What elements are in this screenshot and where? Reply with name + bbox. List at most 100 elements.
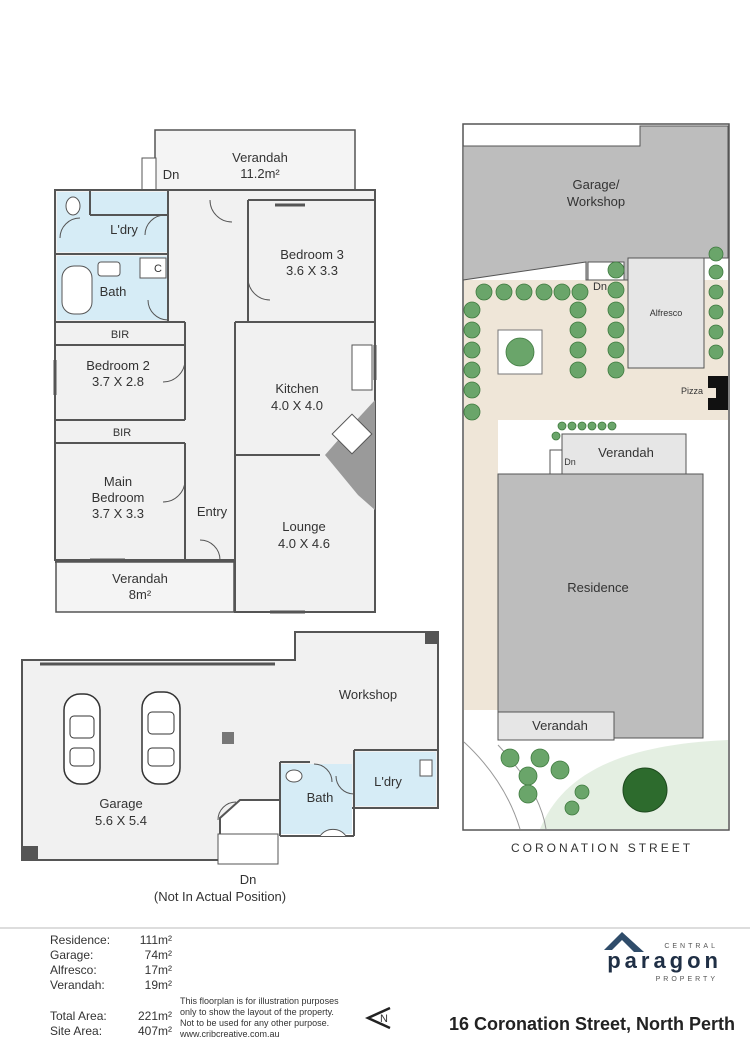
tree-icon: [463, 403, 481, 421]
cooktop: [331, 413, 373, 455]
workshop-label: Workshop: [339, 687, 397, 702]
site-dn-upper: Dn: [593, 281, 607, 293]
out-bath-label: Bath: [307, 790, 334, 805]
tree-icon: [569, 341, 587, 359]
area-value: 17m²: [145, 963, 172, 977]
tree-icon: [569, 361, 587, 379]
logo-bottom: PROPERTY: [656, 976, 718, 983]
tree-icon: [708, 324, 724, 340]
disclaimer-line: www.cribcreative.com.au: [179, 1029, 280, 1039]
tree-icon: [500, 748, 520, 768]
basin-fixture: [97, 261, 121, 277]
dn-back-label: Dn: [163, 167, 180, 182]
tree-icon: [577, 421, 587, 431]
garage-label: Garage: [99, 796, 142, 811]
tree-icon: [463, 361, 481, 379]
logo-top: CENTRAL: [664, 943, 718, 950]
tree-icon: [607, 341, 625, 359]
toilet-fixture: [285, 769, 303, 783]
verandah-back-size: 11.2m²: [240, 166, 280, 181]
toilet-fixture: [65, 196, 81, 216]
tree-icon: [567, 421, 577, 431]
site-verandah-front: [497, 711, 615, 741]
site-verandah-rear: [561, 433, 687, 481]
tree-icon: [463, 341, 481, 359]
tree-icon: [515, 283, 533, 301]
tree-icon: [607, 281, 625, 299]
tree-icon: [495, 283, 513, 301]
site-area-label: Site Area:: [50, 1024, 102, 1038]
site-verandah-rear-label: Verandah: [598, 445, 654, 460]
tree-icon: [708, 304, 724, 320]
corner-post: [22, 846, 38, 860]
entry-label: Entry: [197, 504, 228, 519]
tree-icon: [607, 421, 617, 431]
site-garage-label-1: Garage/: [573, 177, 620, 192]
logo-brand: paragon: [607, 948, 722, 973]
pizza-label: Pizza: [681, 386, 703, 396]
tree-icon: [708, 344, 724, 360]
bir1-label: BIR: [111, 329, 129, 341]
steps-down: [217, 833, 279, 865]
area-label: Alfresco:: [50, 963, 97, 977]
tree-icon: [463, 301, 481, 319]
not-in-position-note: (Not In Actual Position): [154, 889, 286, 904]
lounge-label: Lounge: [282, 519, 325, 534]
tree-icon: [551, 431, 561, 441]
paragon-logo: CENTRAL paragon PROPERTY: [604, 932, 722, 983]
tree-icon: [587, 421, 597, 431]
tree-icon: [463, 381, 481, 399]
bath-label: Bath: [100, 284, 127, 299]
site-residence: [497, 473, 704, 739]
disclaimer-line: This floorplan is for illustration purpo…: [180, 996, 339, 1006]
street-name: CORONATION STREET: [511, 841, 693, 855]
tree-icon: [553, 283, 571, 301]
main-bedroom-label-2: Bedroom: [92, 490, 145, 505]
verandah-back-area: [154, 129, 356, 201]
area-summary: Residence: 111m² Garage: 74m² Alfresco: …: [0, 927, 750, 1038]
tree-icon: [550, 760, 570, 780]
trough-fixture: [419, 759, 433, 777]
tree-icon: [557, 421, 567, 431]
shower-fixture: [319, 828, 347, 837]
front-path-2: [463, 741, 521, 830]
out-laundry-label: L'dry: [374, 774, 402, 789]
tree-icon: [708, 246, 724, 262]
out-dn-label: Dn: [240, 872, 257, 887]
cupboard-label: C: [154, 263, 162, 275]
corner-post-2: [425, 632, 438, 644]
main-bedroom-size: 3.7 X 3.3: [92, 506, 144, 521]
bedroom3-label: Bedroom 3: [280, 247, 344, 262]
alfresco-area: [627, 257, 705, 369]
laundry-label: L'dry: [110, 222, 138, 237]
tree-icon: [622, 767, 668, 813]
tree-icon: [505, 337, 535, 367]
verandah-front-area: [55, 561, 235, 613]
garage-size: 5.6 X 5.4: [95, 813, 147, 828]
main-bedroom-label: Main: [104, 474, 132, 489]
tree-icon: [569, 301, 587, 319]
area-value: 74m²: [145, 948, 172, 962]
tree-icon: [607, 321, 625, 339]
north-label: N: [380, 1013, 388, 1025]
total-area-value: 221m²: [138, 1009, 172, 1023]
verandah-front-size: 8m²: [129, 587, 152, 602]
tree-icon: [597, 421, 607, 431]
tree-icon: [518, 766, 538, 786]
area-label: Verandah:: [50, 978, 105, 992]
alfresco-label: Alfresco: [650, 308, 683, 318]
tree-icon: [708, 264, 724, 280]
site-steps-lower: [549, 449, 563, 477]
kitchen-sink-bench: [351, 344, 373, 391]
car-icon: [63, 693, 101, 785]
site-verandah-front-label: Verandah: [532, 718, 588, 733]
disclaimer-line: only to show the layout of the property.: [180, 1007, 334, 1017]
site-garage-label-2: Workshop: [567, 194, 625, 209]
kitchen-size: 4.0 X 4.0: [271, 398, 323, 413]
tree-icon: [518, 784, 538, 804]
tree-icon: [569, 321, 587, 339]
bedroom2-size: 3.7 X 2.8: [92, 374, 144, 389]
cupboard: [139, 257, 167, 279]
bir2-label: BIR: [113, 427, 131, 439]
